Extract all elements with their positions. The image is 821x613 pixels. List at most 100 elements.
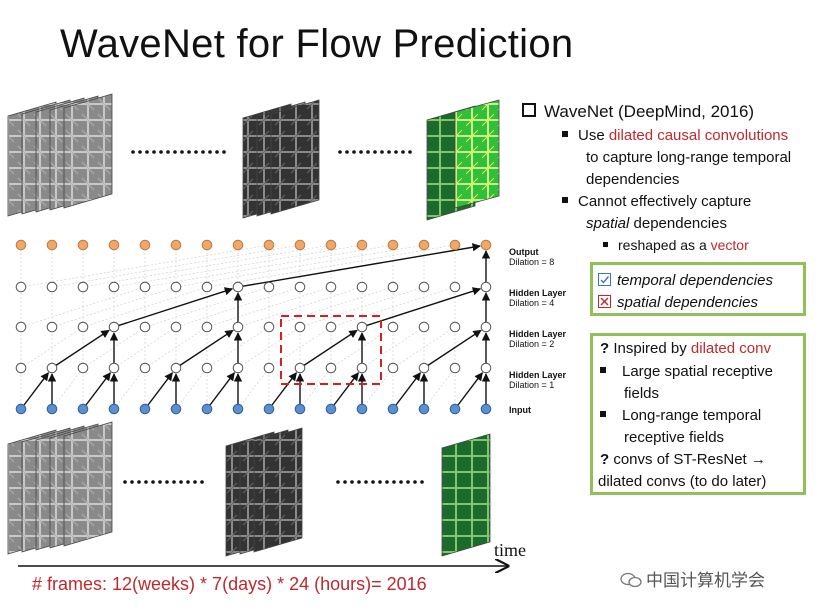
watermark: 中国计算机学会 <box>620 566 765 591</box>
ellipsis-dot <box>222 150 226 154</box>
question-icon: ? <box>600 451 610 468</box>
faint-connection <box>113 244 363 288</box>
hidden-node <box>232 321 244 333</box>
faint-connection <box>268 326 332 369</box>
hidden-node <box>108 281 120 293</box>
ellipsis-dot <box>179 480 183 484</box>
ellipsis-dot <box>352 150 356 154</box>
label-hidden-4-dilation: Dilation = 4 <box>509 298 555 308</box>
hidden-node <box>108 362 120 374</box>
time-label: time <box>494 540 526 560</box>
faint-connection <box>175 244 425 288</box>
ellipsis-dot <box>364 480 368 484</box>
ellipsis-dot <box>394 150 398 154</box>
causal-connection-arrow <box>427 329 482 366</box>
ellipsis-dot <box>200 480 204 484</box>
ellipsis-dot <box>420 480 424 484</box>
hidden-node <box>294 321 306 333</box>
faint-connection <box>20 286 146 328</box>
label-output-dilation: Dilation = 8 <box>509 257 555 267</box>
causal-connection-arrow <box>118 287 234 327</box>
hidden-node <box>263 321 275 333</box>
bullet-icon <box>562 131 568 137</box>
hidden-node <box>46 281 58 293</box>
input-node <box>263 403 275 415</box>
causal-connection-arrow <box>209 372 235 406</box>
ellipsis-dot <box>413 480 417 484</box>
dependency-box <box>590 262 806 316</box>
hidden-node <box>294 362 306 374</box>
ellipsis-dot <box>158 480 162 484</box>
hidden-node <box>356 362 368 374</box>
bullet-2-line-2: spatial dependencies <box>586 215 727 232</box>
output-node <box>418 239 430 251</box>
ellipsis-dot <box>152 150 156 154</box>
temporal-check-item: temporal dependencies <box>598 272 773 289</box>
output-node <box>108 239 120 251</box>
input-node <box>170 403 182 415</box>
square-bullet-icon <box>522 103 536 117</box>
hidden-node <box>15 362 27 374</box>
ellipsis-dot <box>378 480 382 484</box>
spatial-field-line-2: fields <box>624 385 660 402</box>
ellipsis-dot <box>194 150 198 154</box>
ellipsis-dot <box>137 480 141 484</box>
faint-connection <box>20 244 270 288</box>
ellipsis-dot <box>373 150 377 154</box>
input-node <box>480 403 492 415</box>
input-node <box>77 403 89 415</box>
input-node <box>232 403 244 415</box>
ellipsis-dot <box>385 480 389 484</box>
faint-connection <box>113 326 177 369</box>
spatial-cross-item: spatial dependencies <box>598 294 758 311</box>
ellipsis-dot <box>173 150 177 154</box>
ellipsis-dot <box>408 150 412 154</box>
input-node <box>108 403 120 415</box>
faint-connection <box>330 286 456 328</box>
ellipsis-dot <box>343 480 347 484</box>
ellipsis-dot <box>399 480 403 484</box>
slide-title: WaveNet for Flow Prediction <box>60 22 574 66</box>
output-node <box>263 239 275 251</box>
causal-connection-arrow <box>23 372 49 406</box>
faint-connection <box>51 244 301 288</box>
ellipsis-dot <box>186 480 190 484</box>
hidden-node <box>263 281 275 293</box>
output-node <box>294 239 306 251</box>
causal-connection-arrow <box>333 372 359 406</box>
causal-connection-arrow <box>395 372 421 406</box>
ellipsis-dot <box>208 150 212 154</box>
hidden-node <box>139 281 151 293</box>
faint-connection <box>206 286 332 328</box>
label-hidden-1: Hidden Layer <box>509 370 567 380</box>
hidden-node <box>480 321 492 333</box>
hidden-node <box>232 281 244 293</box>
cross-icon <box>598 295 611 308</box>
causal-connection-arrow <box>147 372 173 406</box>
ellipsis-dot <box>380 150 384 154</box>
output-node <box>77 239 89 251</box>
bullet-2-line-1: Cannot effectively capture <box>562 193 751 210</box>
ellipsis-dot <box>201 150 205 154</box>
input-node <box>201 403 213 415</box>
convs-line-2: dilated convs (to do later) <box>598 473 767 490</box>
faint-connection <box>82 244 332 288</box>
ellipsis-dot <box>151 480 155 484</box>
hidden-node <box>170 321 182 333</box>
faint-connection <box>20 326 84 369</box>
bullet-icon <box>603 242 608 247</box>
bullet-icon <box>600 411 606 417</box>
causal-connection-arrow <box>366 287 482 327</box>
ellipsis-dot <box>392 480 396 484</box>
hidden-node <box>263 362 275 374</box>
faint-connection <box>237 367 270 410</box>
hidden-node <box>170 362 182 374</box>
bullet-1-line-3: dependencies <box>586 171 680 188</box>
faint-connection <box>82 286 208 328</box>
temporal-field-line-1: Long-range temporal <box>600 407 761 424</box>
causal-connection-arrow <box>271 372 297 406</box>
hidden-node <box>387 362 399 374</box>
input-node <box>449 403 461 415</box>
